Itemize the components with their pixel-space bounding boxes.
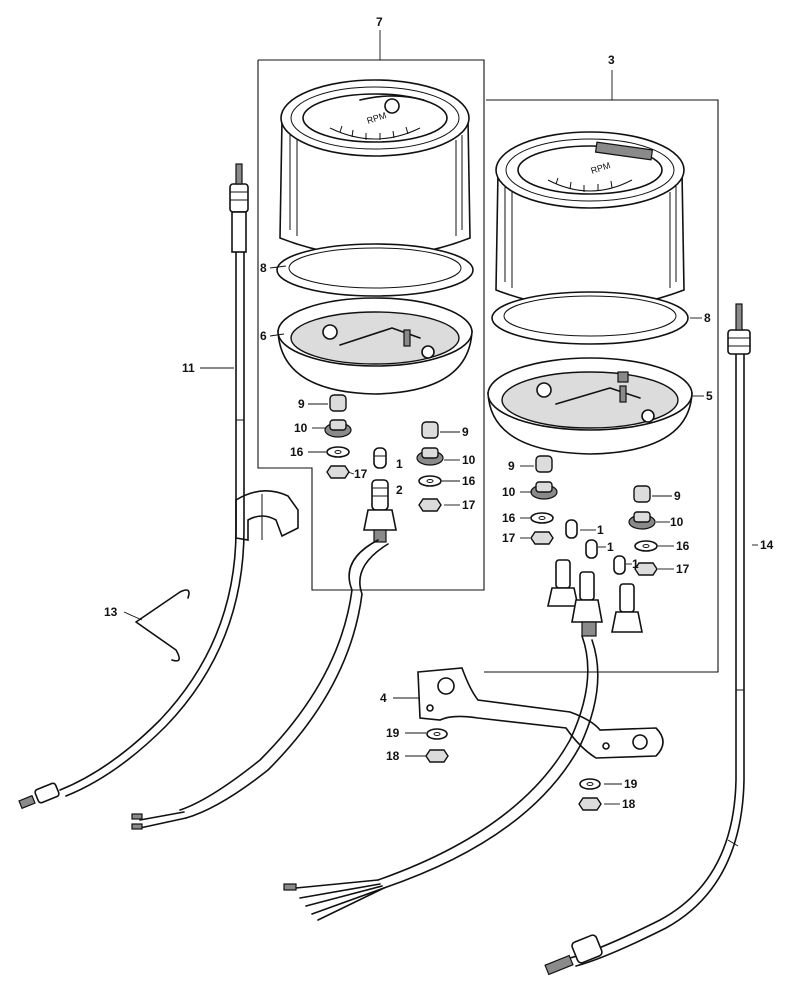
callout-1-right-a: 1: [597, 523, 604, 537]
callout-17-right-a: 17: [502, 531, 516, 545]
callout-9-mid: 9: [462, 425, 469, 439]
right-bulbs: [565, 519, 626, 575]
callout-16-left: 16: [290, 445, 304, 459]
right-nut-17b: [634, 562, 658, 576]
mid-grommet-9: [421, 421, 439, 439]
callout-13: 13: [104, 605, 118, 619]
left-washer-16: [326, 446, 350, 458]
leader-lines: [123, 265, 758, 805]
right-washer-10a: [530, 481, 558, 500]
callout-10-mid: 10: [462, 453, 476, 467]
cable-clamp: [235, 490, 299, 541]
washer-19-left: [426, 728, 448, 740]
mid-washer-16: [418, 475, 442, 487]
mid-washer-10: [416, 447, 444, 466]
callout-numbers: 7 3 8 6 11 9 10 16 17 1 2 9 10 16 17 9 1…: [104, 15, 774, 811]
callout-2: 2: [396, 483, 403, 497]
left-wire-harness: [131, 539, 389, 830]
speedometer-assembly-box: [484, 70, 719, 673]
callout-9-right-a: 9: [508, 459, 515, 473]
callout-19-right: 19: [624, 777, 638, 791]
right-washer-16b: [634, 540, 658, 552]
mounting-bracket-4: [417, 667, 664, 759]
right-seal-ring: [491, 291, 689, 345]
callout-8-left: 8: [260, 261, 267, 275]
callout-8-right: 8: [704, 311, 711, 325]
callout-3: 3: [608, 53, 615, 67]
right-sockets: [547, 559, 643, 637]
tachometer-assembly-box: [257, 30, 485, 591]
callout-1-right-b: 1: [607, 540, 614, 554]
tachometer-cable-11: [18, 163, 249, 810]
speedometer-cable-14: [544, 303, 751, 976]
right-washer-16a: [530, 512, 554, 524]
callout-18-right: 18: [622, 797, 636, 811]
callout-11: 11: [182, 361, 195, 375]
right-grommet-9b: [633, 485, 651, 503]
callout-9-left: 9: [298, 397, 305, 411]
callout-4: 4: [380, 691, 387, 705]
callout-17-right-b: 17: [676, 562, 690, 576]
callout-7: 7: [376, 15, 383, 29]
nut-18-right: [578, 797, 602, 811]
left-grommet-9: [329, 394, 347, 412]
bulb-socket-1: [373, 447, 387, 469]
right-meter-case: RPM: [495, 131, 685, 309]
left-seal-ring: [276, 243, 474, 297]
left-meter-case: RPM: [279, 79, 471, 258]
callout-1-right-c: 1: [632, 557, 639, 571]
callout-10-right-b: 10: [670, 515, 684, 529]
washer-19-right: [579, 778, 601, 790]
socket-holder-2: [363, 479, 397, 543]
wire-clip-13: [135, 589, 190, 662]
callout-16-right-a: 16: [502, 511, 516, 525]
callout-5: 5: [706, 389, 713, 403]
right-bottom-case: [487, 357, 693, 455]
right-nut-17a: [530, 531, 554, 545]
nut-18-left: [425, 749, 449, 763]
right-grommet-9a: [535, 455, 553, 473]
callout-19-left: 19: [386, 726, 400, 740]
callout-14: 14: [760, 538, 774, 552]
callout-6: 6: [260, 329, 267, 343]
callout-16-right-b: 16: [676, 539, 690, 553]
left-washer-10: [324, 419, 352, 438]
mid-nut-17: [418, 498, 442, 512]
callout-10-right-a: 10: [502, 485, 516, 499]
callout-18-left: 18: [386, 749, 400, 763]
right-washer-10b: [628, 511, 656, 530]
left-nut-17: [326, 465, 350, 479]
right-wire-harness: [283, 635, 599, 921]
left-bottom-case: [277, 297, 473, 395]
callout-17-mid: 17: [462, 498, 476, 512]
callout-9-right-b: 9: [674, 489, 681, 503]
callout-10-left: 10: [294, 421, 308, 435]
callout-17-left: 17: [354, 467, 368, 481]
callout-16-mid: 16: [462, 474, 476, 488]
callout-1-left: 1: [396, 457, 403, 471]
